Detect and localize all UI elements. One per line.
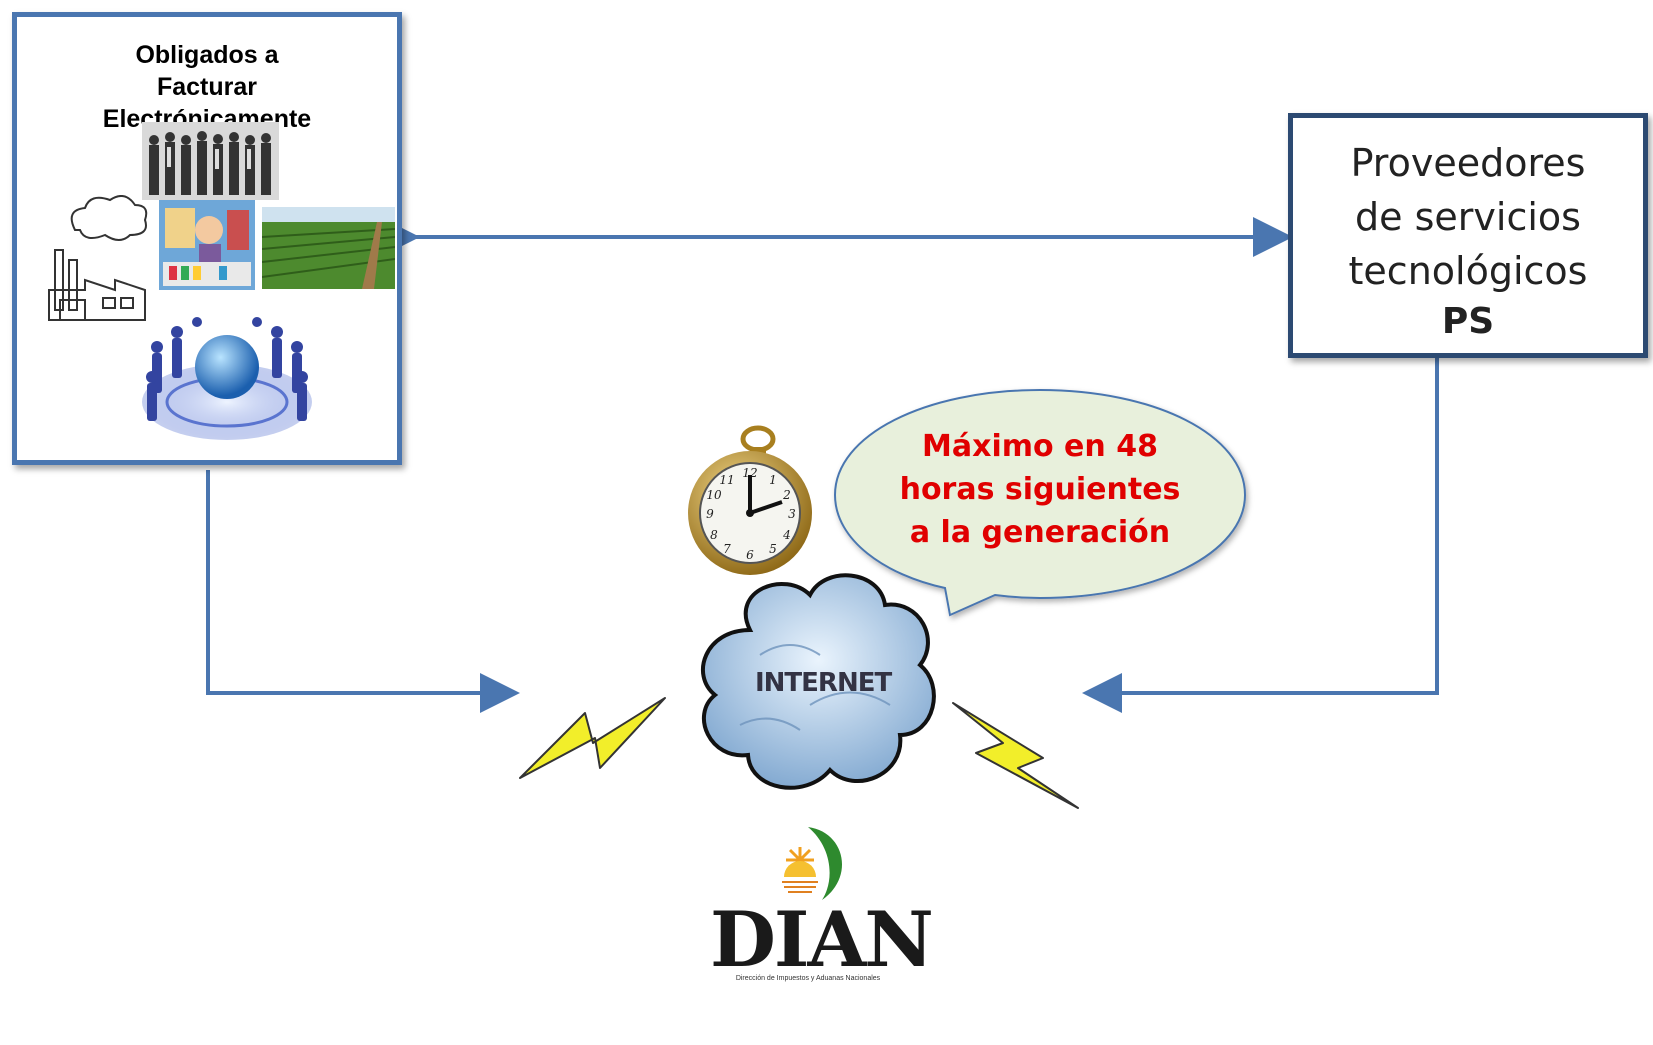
callout-text: Máximo en 48 horas siguientes a la gener…	[899, 429, 1181, 550]
store-illustration	[159, 200, 255, 290]
svg-text:12: 12	[742, 466, 757, 480]
internet-label: INTERNET	[755, 668, 892, 698]
proveedores-title: Proveedores de servicios tecnológicos	[1348, 141, 1588, 293]
proveedores-box: Proveedores de servicios tecnológicos PS	[1288, 113, 1648, 358]
callout-bubble	[833, 388, 1247, 617]
right-to-internet-arrow	[1082, 330, 1439, 713]
svg-text:10: 10	[706, 488, 722, 502]
dian-logo	[782, 827, 843, 900]
people-photo	[142, 122, 279, 200]
obligados-title: Obligados a Facturar Electrónicamente	[102, 41, 312, 133]
left-to-internet-arrow	[206, 470, 520, 713]
internet-cloud-icon	[700, 573, 936, 790]
obligados-box: Obligados a Facturar Electrónicamente	[12, 12, 402, 465]
svg-text:9: 9	[706, 507, 714, 521]
svg-text:3: 3	[788, 507, 796, 521]
proveedores-acronym: PS	[1441, 301, 1495, 342]
globe-people-icon	[142, 317, 312, 440]
lightning-bolt-icon	[519, 697, 666, 779]
svg-text:7: 7	[723, 542, 731, 556]
svg-text:6: 6	[746, 548, 754, 562]
dian-wordmark: DIAN	[710, 895, 934, 984]
farm-field-photo	[262, 207, 395, 289]
svg-text:4: 4	[782, 528, 791, 542]
lightning-bolt-icon-right	[952, 702, 1079, 809]
svg-text:1: 1	[769, 473, 777, 487]
factory-icon	[48, 195, 148, 321]
dian-subtitle: Dirección de Impuestos y Aduanas Naciona…	[735, 975, 881, 982]
svg-text:8: 8	[710, 528, 718, 542]
svg-text:2: 2	[782, 488, 791, 502]
svg-text:5: 5	[769, 542, 777, 556]
svg-text:11: 11	[719, 473, 734, 487]
